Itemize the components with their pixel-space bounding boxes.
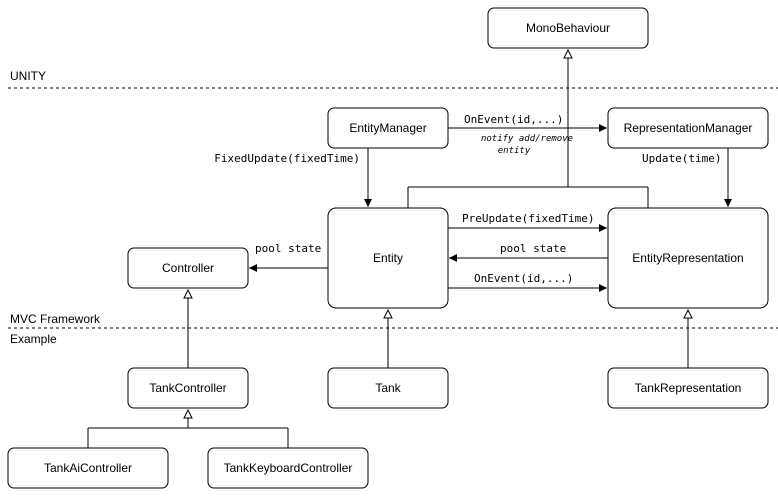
svg-text:TankKeyboardController: TankKeyboardController <box>224 461 353 475</box>
svg-text:EntityRepresentation: EntityRepresentation <box>632 251 743 265</box>
svg-text:TankController: TankController <box>149 381 226 395</box>
svg-text:MonoBehaviour: MonoBehaviour <box>526 21 610 35</box>
node-entity-representation: EntityRepresentation <box>607 207 769 309</box>
section-example: Example <box>10 332 57 346</box>
svg-text:Tank: Tank <box>375 381 401 395</box>
pre-update-label: PreUpdate(fixedTime) <box>462 212 594 225</box>
svg-text:TankRepresentation: TankRepresentation <box>635 381 742 395</box>
svg-text:Controller: Controller <box>162 261 214 275</box>
node-tank: Tank <box>327 367 449 409</box>
node-representation-manager: RepresentationManager <box>607 107 769 149</box>
notify-label-1: notify add/remove <box>481 134 573 144</box>
on-event-top-label: OnEvent(id,...) <box>464 113 563 126</box>
fixed-update-label: FixedUpdate(fixedTime) <box>214 152 360 165</box>
section-unity: UNITY <box>10 69 46 83</box>
pool-state-right-label: pool state <box>500 242 566 255</box>
on-event-mid-label: OnEvent(id,...) <box>474 272 573 285</box>
node-mono-behaviour: MonoBehaviour <box>487 7 649 49</box>
svg-text:Entity: Entity <box>373 251 403 265</box>
notify-label-2: entity <box>498 146 531 156</box>
node-tank-controller: TankController <box>127 367 249 409</box>
node-entity-manager: EntityManager <box>327 107 449 149</box>
node-entity: Entity <box>327 207 449 309</box>
node-tank-representation: TankRepresentation <box>607 367 769 409</box>
update-time-label: Update(time) <box>642 152 721 165</box>
node-controller: Controller <box>127 247 249 289</box>
svg-text:RepresentationManager: RepresentationManager <box>624 121 753 135</box>
node-tank-ai-controller: TankAiController <box>7 447 169 489</box>
pool-state-left-label: pool state <box>255 242 321 255</box>
svg-text:EntityManager: EntityManager <box>349 121 426 135</box>
node-tank-keyboard-controller: TankKeyboardController <box>207 447 369 489</box>
section-mvc: MVC Framework <box>10 312 101 326</box>
svg-text:TankAiController: TankAiController <box>44 461 132 475</box>
